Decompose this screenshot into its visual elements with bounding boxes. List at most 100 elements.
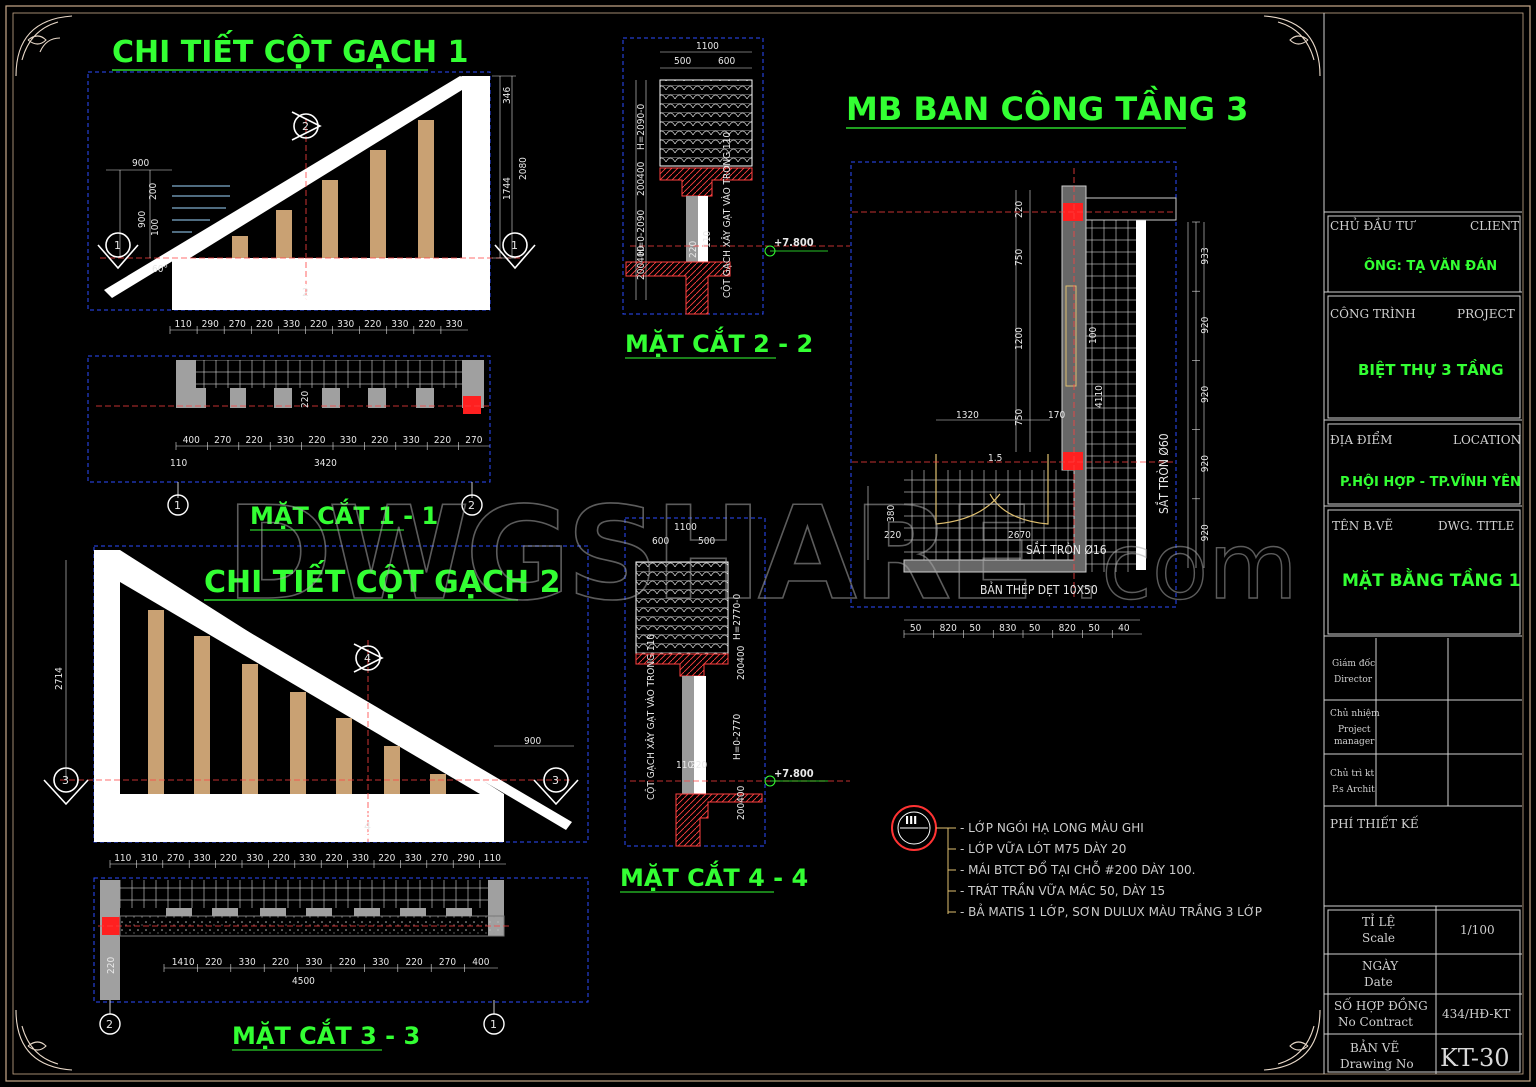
dimension-label: 330 [239,957,256,968]
svg-text:110: 110 [170,458,187,469]
dimension-label: 270 [167,853,184,864]
svg-text:.com: .com [1072,513,1298,620]
svg-text:200400: 200400 [736,785,747,820]
svg-text:600: 600 [652,536,669,547]
title-section-3-3: MẶT CẮT 3 - 3 [232,1017,420,1050]
dimension-label: 220 [220,853,237,864]
svg-text:2: 2 [302,120,309,133]
svg-text:200400: 200400 [636,245,647,280]
svg-text:LOCATION: LOCATION [1453,433,1521,447]
title-section-2-2: MẶT CẮT 2 - 2 [625,325,813,358]
client-name: ÔNG: TẠ VĂN ĐÁN [1364,258,1497,274]
svg-text:100: 100 [1088,327,1099,344]
dimension-label: 330 [305,957,322,968]
svg-text:500: 500 [674,56,691,67]
dimension-label: 270 [439,957,456,968]
dimension-label: 220 [256,319,273,330]
svg-text:Drawing No: Drawing No [1340,1057,1414,1071]
legend-line: - LỚP NGÓI HẠ LONG MÀU GHI [960,820,1144,835]
svg-text:600: 600 [718,56,735,67]
dimension-label: 330 [405,853,422,864]
dimension-label: 220 [339,957,356,968]
svg-text:60°: 60° [152,264,168,275]
dimension-label: 270 [214,435,231,446]
axis-bubble-icon [167,494,189,516]
axis-bubble-icon [483,1013,505,1035]
svg-text:+7.800: +7.800 [774,767,814,780]
dimension-label: 330 [283,319,300,330]
watermark: DWGSHARE .com [225,479,1298,630]
svg-text:220: 220 [884,530,901,541]
detail1-elevation: 900 200 900 100 346 1744 2080 60° 1 1 2 … [87,71,536,334]
dimension-label: 400 [183,435,200,446]
outer-frame [5,5,1531,1082]
svg-text:100: 100 [150,219,161,236]
svg-text:1: 1 [174,499,181,512]
svg-text:3420: 3420 [314,458,337,469]
dimension-label: 330 [277,435,294,446]
dimension-label: 220 [364,319,381,330]
svg-text:PHÍ THIẾT KẾ: PHÍ THIẾT KẾ [1330,814,1419,831]
dimension-label: 220 [406,957,423,968]
balcony-plan: 220 750 1200 750 380 220 1320 170 2670 4… [850,161,1211,638]
svg-text:No Contract: No Contract [1338,1015,1413,1029]
inner-frame [12,12,1524,1075]
svg-text:CÔNG TRÌNH: CÔNG TRÌNH [1330,305,1416,321]
svg-text:P.s Archit: P.s Archit [1332,785,1375,795]
svg-text:DWG. TITLE: DWG. TITLE [1438,519,1514,533]
svg-text:220: 220 [1014,201,1025,218]
dimension-label: 310 [141,853,158,864]
dimension-label: 40 [1118,623,1130,634]
dimension-label: 220 [325,853,342,864]
dimension-label: 270 [465,435,482,446]
legend-line: - BẢ MATIS 1 LỚP, SƠN DULUX MÀU TRẮNG 3 … [960,903,1262,919]
svg-text:H=0-2770: H=0-2770 [732,714,743,760]
svg-text:3: 3 [62,774,69,787]
svg-text:4110: 4110 [1094,385,1105,408]
dimension-label: 920 [1200,455,1211,472]
section-4-4-drawing: 1100 600 500 H=2770-0 H=0-2770 200400 20… [624,517,850,847]
svg-text:SẮT TRÒN Ø16: SẮT TRÒN Ø16 [1026,541,1107,557]
svg-text:220: 220 [106,957,117,974]
svg-text:220: 220 [688,241,699,258]
title-detail2: CHI TIẾT CỘT GẠCH 2 [204,560,560,600]
project-location: P.HỘI HỢP - TP.VĨNH YÊN [1340,474,1521,490]
dimension-label: 110 [484,853,501,864]
drawing-title: MẶT BẰNG TẦNG 1 [1342,567,1520,591]
dimension-label: 270 [431,853,448,864]
svg-text:4500: 4500 [292,976,315,987]
scale-value: 1/100 [1460,923,1495,937]
dimension-label: 830 [999,623,1016,634]
dimension-label: 220 [272,957,289,968]
title-block [1323,13,1522,1074]
dimension-label: 220 [308,435,325,446]
svg-text:+7.800: +7.800 [774,236,814,249]
svg-text:Project: Project [1338,725,1371,735]
project-name: BIỆT THỰ 3 TẦNG [1358,358,1504,379]
svg-text:200400: 200400 [636,161,647,196]
svg-text:1100: 1100 [674,522,697,533]
legend-line: - MÁI BTCT ĐỔ TẠI CHỖ #200 DÀY 100. [960,860,1196,877]
svg-text:2: 2 [302,286,309,299]
svg-text:DWGSHARE: DWGSHARE [226,480,1031,629]
dimension-label: 330 [403,435,420,446]
contract-number: 434/HĐ-KT [1442,1007,1510,1021]
svg-text:346: 346 [502,87,513,104]
svg-text:SẮT TRÒN Ø60: SẮT TRÒN Ø60 [1155,433,1171,514]
dimension-label: 220 [418,319,435,330]
svg-text:200: 200 [148,183,159,200]
svg-text:200400: 200400 [736,645,747,680]
svg-text:220: 220 [690,760,707,771]
svg-text:2080: 2080 [518,157,529,180]
svg-text:H=2770-0: H=2770-0 [732,594,743,640]
drawing-number: KT-30 [1440,1044,1510,1072]
svg-text:3: 3 [552,774,559,787]
dimension-label: 330 [352,853,369,864]
dimension-label: 330 [246,853,263,864]
dimension-label: 50 [969,623,981,634]
dimension-label: 50 [1088,623,1100,634]
svg-text:manager: manager [1334,737,1375,747]
dimension-label: 50 [1029,623,1041,634]
